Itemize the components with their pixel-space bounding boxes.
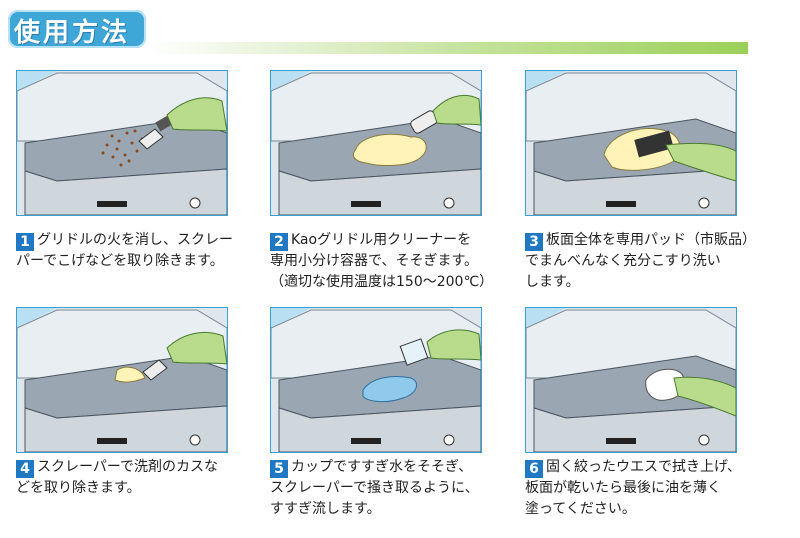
- griddle-pad-scrub-icon: [526, 71, 736, 215]
- griddle-wipe-icon: [526, 308, 736, 452]
- step-3-illustration: [525, 70, 737, 216]
- step-6-number: 6: [525, 460, 543, 478]
- step-2-illustration: [270, 70, 482, 216]
- step-1-number: 1: [16, 233, 34, 251]
- section-header: 使用方法: [8, 6, 748, 54]
- step-3-number: 3: [525, 233, 543, 251]
- step-6-illustration: [525, 307, 737, 453]
- griddle-rinse-icon: [271, 308, 481, 452]
- page-title: 使用方法: [14, 18, 131, 48]
- griddle-pour-cleaner-icon: [271, 71, 481, 215]
- step-4-illustration: [16, 307, 228, 453]
- title-badge: [8, 10, 146, 48]
- step-5-number: 5: [270, 460, 288, 478]
- griddle-scrape-icon: [17, 71, 227, 215]
- step-1-illustration: [16, 70, 228, 216]
- step-4-number: 4: [16, 460, 34, 478]
- step-2-number: 2: [270, 233, 288, 251]
- step-5-illustration: [270, 307, 482, 453]
- griddle-scrape-residue-icon: [17, 308, 227, 452]
- title-underline: [148, 42, 748, 54]
